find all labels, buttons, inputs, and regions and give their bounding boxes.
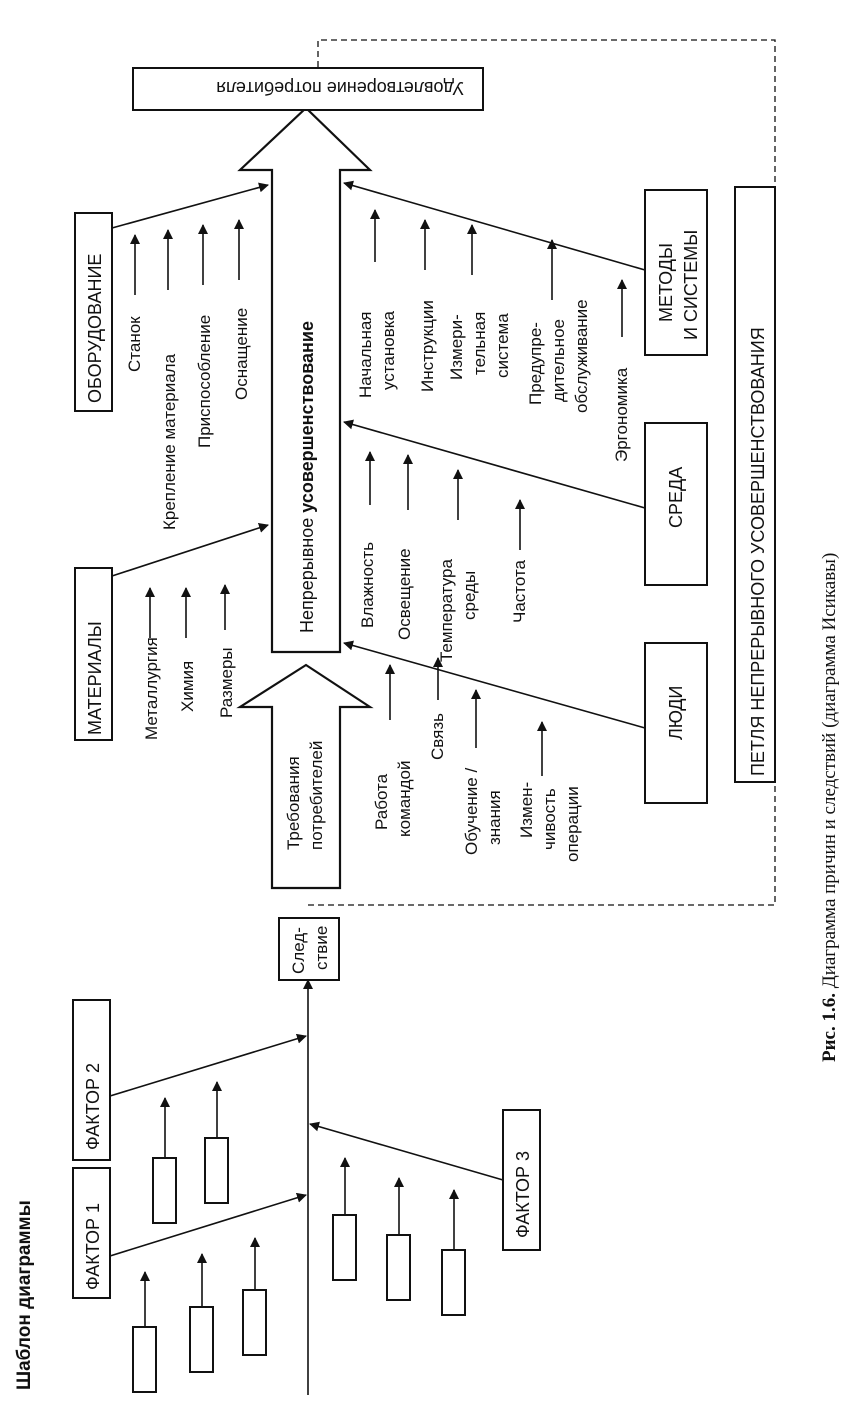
- methods-item-measurement-3: система: [493, 313, 512, 378]
- methods-item-ergonomics: Эргономика: [612, 367, 631, 462]
- factor-1-branch: [109, 1192, 307, 1257]
- figure-caption: Рис. 1.6. Диаграмма причин и следствий (…: [819, 553, 840, 1062]
- effect-box: [278, 917, 340, 981]
- environment-label: СРЕДА: [666, 467, 686, 528]
- equipment-branch: [111, 182, 269, 229]
- cause-box: [441, 1249, 466, 1316]
- environment-item-lighting: Освещение: [395, 548, 414, 640]
- people-item-training-1: Обучение /: [462, 768, 481, 855]
- materials-box: [74, 567, 113, 741]
- equipment-label: ОБОРУДОВАНИЕ: [85, 254, 105, 403]
- people-item-variability-3: операции: [563, 786, 582, 862]
- environment-box: [644, 422, 708, 586]
- loop-label: ПЕТЛЯ НЕПРЕРЫВНОГО УСОВЕРШЕНСТВОВАНИЯ: [748, 327, 768, 776]
- cause-box: [189, 1306, 214, 1373]
- figure-caption-bold: Рис. 1.6.: [819, 993, 840, 1062]
- factor-2-box: [72, 999, 111, 1161]
- people-item-communication: Связь: [428, 713, 447, 760]
- template-section: Шаблон диаграммы ФАКТОР 1 ФАКТОР 2 ФАКТО…: [14, 917, 541, 1395]
- methods-item-setup-2: установка: [379, 310, 398, 390]
- methods-item-maintenance-3: обслуживание: [572, 299, 591, 413]
- environment-item-temperature-1: Температура: [437, 558, 456, 662]
- equipment-item: Станок: [125, 316, 144, 372]
- requirements-arrow: [236, 663, 374, 890]
- effect-label-2: ствие: [312, 926, 331, 970]
- methods-label-2: И СИСТЕМЫ: [681, 230, 701, 340]
- materials-item: Металлургия: [142, 637, 161, 740]
- template-small-causes: [132, 1081, 466, 1393]
- materials-item: Химия: [178, 661, 197, 712]
- methods-branch: [343, 180, 646, 271]
- feedback-loop-line: [308, 39, 776, 906]
- factor-3-branch: [309, 1121, 504, 1181]
- equipment-item: Крепление материала: [160, 353, 179, 530]
- people-item-variability-2: чивость: [540, 788, 559, 850]
- requirements-label-2: потребителей: [307, 741, 326, 850]
- factor-3-label: ФАКТОР 3: [513, 1151, 533, 1238]
- environment-item-frequency: Частота: [510, 559, 529, 623]
- people-branch: [343, 640, 646, 729]
- methods-item-maintenance-2: дительное: [549, 319, 568, 402]
- materials-label: МАТЕРИАЛЫ: [85, 621, 105, 735]
- figure-caption-text: Диаграмма причин и следствий (диаграмма …: [819, 553, 840, 993]
- satisfaction-box: [132, 67, 484, 111]
- cause-box: [332, 1214, 357, 1281]
- methods-item-measurement-2: тельная: [470, 312, 489, 375]
- factor-1-label: ФАКТОР 1: [83, 1203, 103, 1290]
- factor-1-box: [72, 1167, 111, 1299]
- people-item-variability-1: Измен-: [517, 782, 536, 838]
- loop-box: [734, 186, 776, 783]
- methods-item-measurement-1: Измери-: [447, 314, 466, 380]
- environment-branch: [343, 419, 646, 509]
- cause-box: [242, 1289, 267, 1356]
- equipment-box: [74, 212, 113, 412]
- environment-item-humidity: Влажность: [358, 542, 377, 628]
- requirements-label-1: Требования: [284, 756, 303, 850]
- cause-box: [204, 1137, 229, 1204]
- people-item-teamwork-1: Работа: [372, 773, 391, 830]
- methods-item-instructions: Инструкции: [418, 300, 437, 392]
- factor-2-label: ФАКТОР 2: [83, 1063, 103, 1150]
- methods-label-1: МЕТОДЫ: [656, 243, 676, 322]
- people-box: [644, 642, 708, 804]
- improvement-label-bold: усовершенствование: [297, 321, 317, 513]
- people-item-training-2: знания: [485, 790, 504, 845]
- improvement-arrow: [237, 106, 373, 654]
- ishikawa-diagram: Шаблон диаграммы ФАКТОР 1 ФАКТОР 2 ФАКТО…: [14, 39, 840, 1395]
- materials-item: Размеры: [217, 647, 236, 718]
- equipment-item: Оснащение: [232, 308, 251, 400]
- people-label: ЛЮДИ: [666, 686, 686, 740]
- people-item-teamwork-2: командой: [395, 761, 414, 837]
- environment-item-temperature-2: среды: [460, 571, 479, 620]
- template-title: Шаблон диаграммы: [14, 1200, 35, 1390]
- materials-branch: [111, 523, 269, 577]
- equipment-item: Приспособление: [195, 315, 214, 448]
- improvement-label: Непрерывное усовершенствование: [297, 321, 317, 633]
- improvement-label-plain: Непрерывное: [297, 513, 317, 633]
- cause-box: [152, 1157, 177, 1224]
- satisfaction-text: Удовлетворение потребителя: [216, 78, 464, 98]
- cause-box: [386, 1234, 411, 1301]
- effect-label-1: След-: [289, 927, 308, 974]
- factor-2-branch: [109, 1033, 307, 1097]
- methods-item-setup-1: Начальная: [356, 312, 375, 399]
- methods-item-maintenance-1: Предупре-: [526, 322, 545, 405]
- cause-box: [132, 1326, 157, 1393]
- methods-box: [644, 189, 708, 356]
